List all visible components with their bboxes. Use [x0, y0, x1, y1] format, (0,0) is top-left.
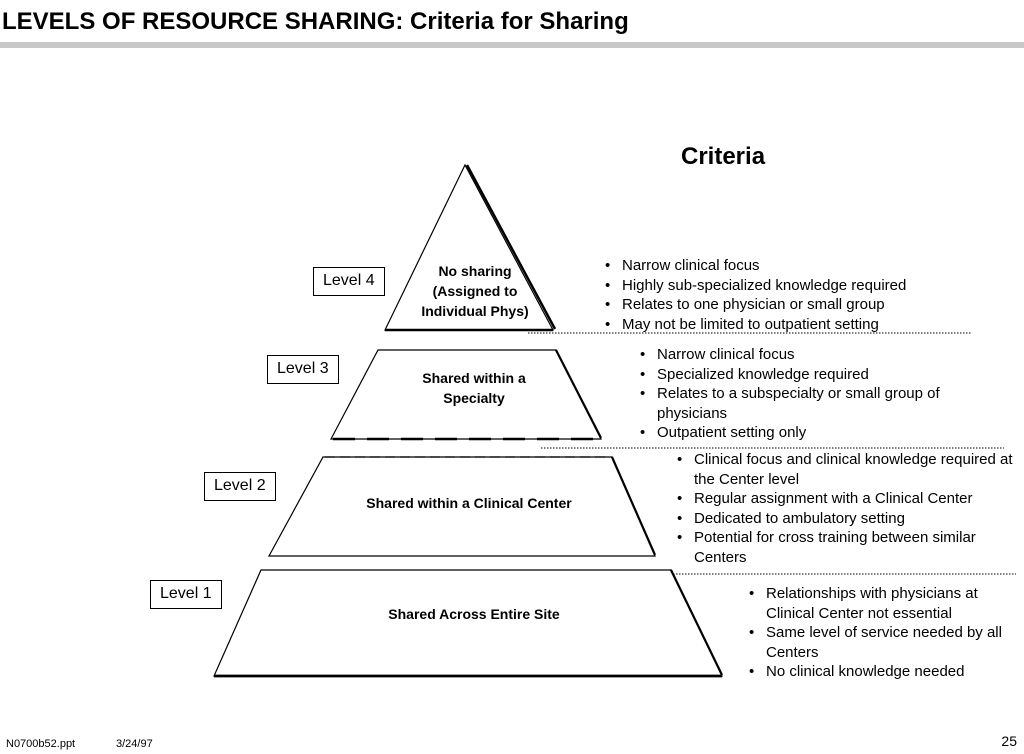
level-box-2: Level 2: [204, 472, 276, 501]
footer-filename: N0700b52.ppt: [6, 738, 76, 750]
criteria-list-level3: Narrow clinical focus Specialized knowle…: [638, 345, 988, 443]
level-box-1: Level 1: [150, 580, 222, 609]
tier-label-line: Shared within a: [422, 370, 526, 386]
criteria-list-level2: Clinical focus and clinical knowledge re…: [675, 450, 1015, 568]
pyramid-tier-level3: [330, 349, 602, 441]
criteria-item: Same level of service needed by all Cent…: [747, 623, 1017, 662]
criteria-item: Narrow clinical focus: [603, 256, 963, 276]
tier-label-line: Specialty: [443, 390, 505, 406]
level-box-4: Level 4: [313, 267, 385, 296]
tier-label-line: Individual Phys): [421, 303, 529, 319]
level-box-3: Level 3: [267, 355, 339, 384]
tier-label-level4: No sharing (Assigned to Individual Phys): [382, 261, 568, 321]
page-number: 25: [1001, 733, 1017, 749]
pyramid-tier-level4: [384, 163, 557, 332]
tier-label-line: (Assigned to: [432, 283, 518, 299]
criteria-item: Potential for cross training between sim…: [675, 528, 1015, 567]
criteria-list-level1: Relationships with physicians at Clinica…: [747, 584, 1017, 682]
slide-title: LEVELS OF RESOURCE SHARING: Criteria for…: [2, 8, 629, 35]
criteria-item: No clinical knowledge needed: [747, 662, 1017, 682]
tier-label-level3: Shared within a Specialty: [374, 368, 574, 408]
criteria-item: Dedicated to ambulatory setting: [675, 509, 1015, 529]
tier-label-level2: Shared within a Clinical Center: [309, 493, 629, 513]
criteria-item: Relationships with physicians at Clinica…: [747, 584, 1017, 623]
criteria-heading: Criteria: [681, 143, 766, 170]
pyramid-tier-level1: [213, 569, 723, 678]
pyramid-tier-level2: [267, 456, 657, 557]
tier-label-line: Shared Across Entire Site: [388, 606, 560, 622]
criteria-item: Regular assignment with a Clinical Cente…: [675, 489, 1015, 509]
tier-label-level1: Shared Across Entire Site: [314, 604, 634, 624]
footer-date: 3/24/97: [116, 738, 153, 750]
tier-label-line: No sharing: [438, 263, 512, 279]
criteria-item: Highly sub-specialized knowledge require…: [603, 276, 963, 296]
criteria-item: Clinical focus and clinical knowledge re…: [675, 450, 1015, 489]
criteria-item: Relates to one physician or small group: [603, 295, 963, 315]
criteria-item: Relates to a subspecialty or small group…: [638, 384, 988, 423]
criteria-item: Specialized knowledge required: [638, 365, 988, 385]
criteria-item: Narrow clinical focus: [638, 345, 988, 365]
tier-label-line: Shared within a Clinical Center: [366, 495, 572, 511]
criteria-item: Outpatient setting only: [638, 423, 988, 443]
title-divider: [0, 42, 1024, 48]
criteria-list-level4: Narrow clinical focus Highly sub-special…: [603, 256, 963, 334]
criteria-item: May not be limited to outpatient setting: [603, 315, 963, 335]
